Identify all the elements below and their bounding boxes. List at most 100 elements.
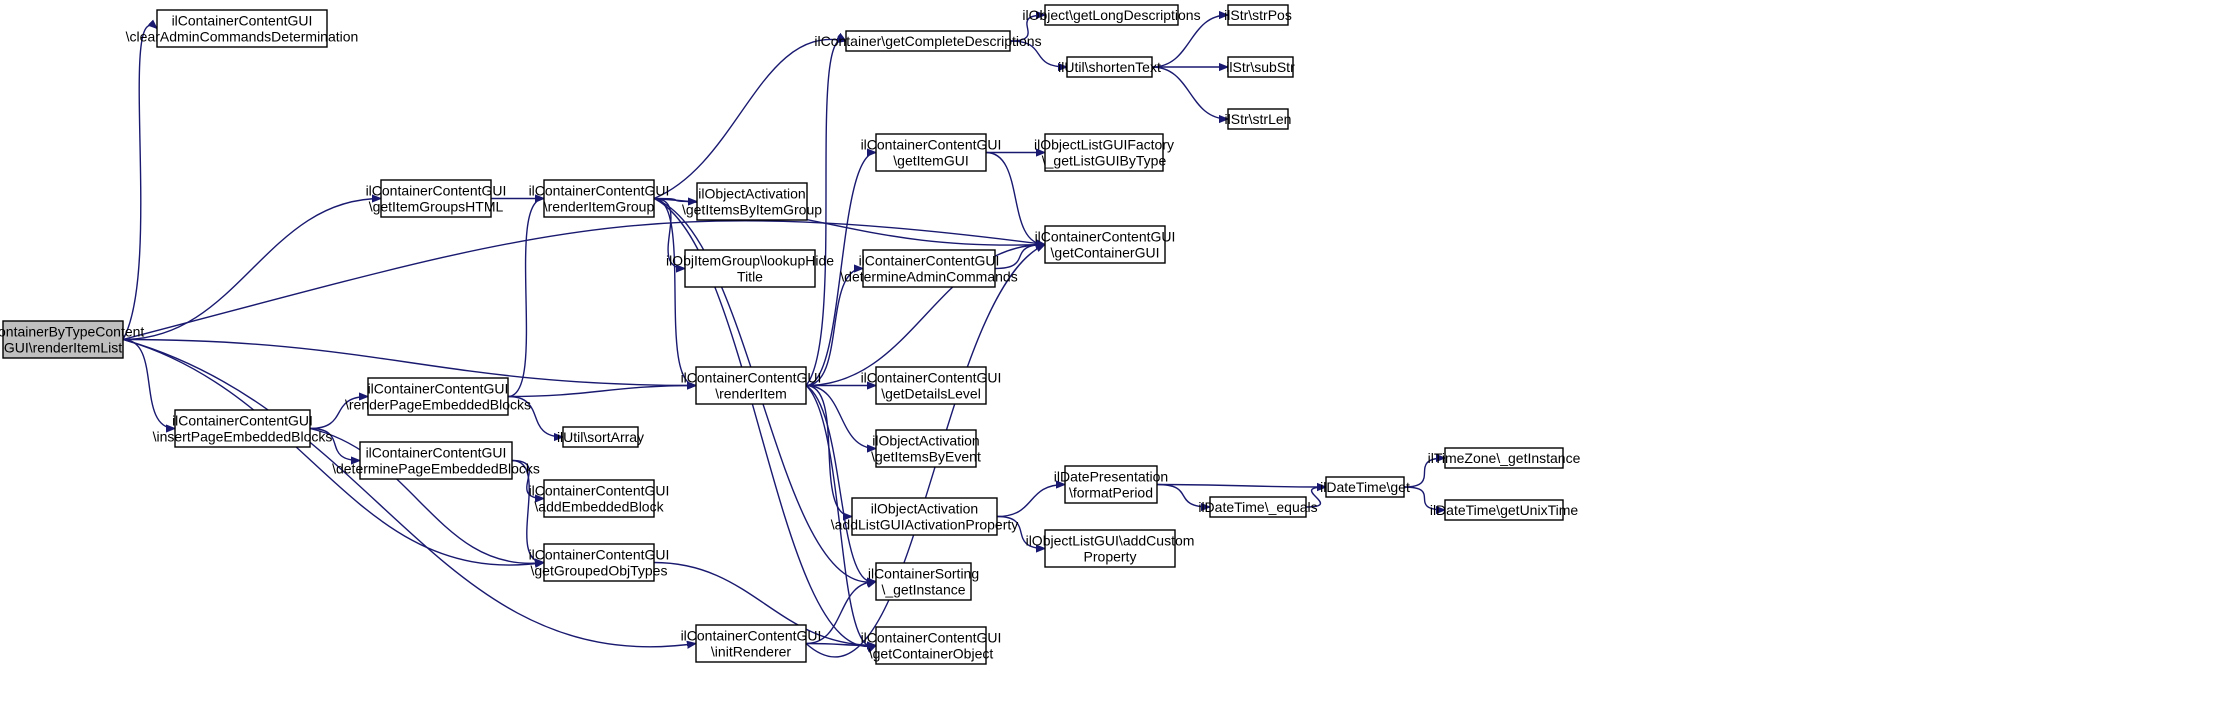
node-determinePage[interactable]: ilContainerContentGUI\determinePageEmbed… [332, 441, 540, 480]
node-label-line: \addListGUIActivationProperty [831, 517, 1019, 533]
node-strPos[interactable]: ilStr\strPos [1224, 4, 1292, 26]
edge-determinePage-to-groupedTypes [511, 459, 545, 563]
edge-root-to-groupedTypes [122, 338, 544, 566]
node-label-line: ilContainerContentGUI [529, 183, 670, 199]
node-label-line: \clearAdminCommandsDetermination [126, 29, 359, 45]
edge-renderGroup-to-containerObj [653, 197, 876, 647]
node-box [862, 249, 996, 288]
node-box [543, 479, 655, 518]
edge-dateGet-to-tzInst [1403, 458, 1445, 488]
node-dateEquals[interactable]: ilDateTime\_equals [1198, 496, 1318, 518]
edge-renderItem-to-completeDesc [805, 40, 846, 386]
node-label-line: ilObjItemGroup\lookupHide [666, 253, 834, 269]
node-label-line: ilContainerContentGUI [681, 628, 822, 644]
node-containerObj[interactable]: ilContainerContentGUI\getContainerObject [861, 626, 1002, 665]
node-completeDesc[interactable]: ilContainer\getCompleteDescriptions [814, 30, 1042, 52]
edge-completeDesc-to-shortenText [1009, 40, 1067, 67]
node-tzInst[interactable]: ilTimeZone\_getInstance [1428, 447, 1581, 469]
node-dateGet[interactable]: ilDateTime\get [1320, 476, 1410, 498]
node-label-line: ilStr\strPos [1224, 7, 1292, 23]
node-box [1044, 133, 1164, 172]
edge-root-to-containerGUI [122, 220, 1045, 341]
node-sortingInst[interactable]: ilContainerSorting\_getInstance [868, 562, 979, 601]
node-insertPage[interactable]: ilContainerContentGUI\insertPageEmbedded… [153, 409, 333, 448]
edge-root-to-clear [122, 25, 157, 340]
node-label-line: \_getListGUIByType [1042, 153, 1167, 169]
edge-renderGroup-to-renderItem [653, 197, 697, 386]
node-longDesc[interactable]: ilObject\getLongDescriptions [1022, 4, 1201, 26]
node-label-line: \formatPeriod [1069, 485, 1153, 501]
edge-insertPage-to-determinePage [309, 427, 360, 461]
node-label-line: ilObjectListGUIFactory [1034, 137, 1174, 153]
node-label-line: \getContainerObject [869, 646, 994, 662]
node-label-line: ilObject\getLongDescriptions [1022, 7, 1200, 23]
node-itemsByEvent[interactable]: ilObjectActivation\getItemsByEvent [871, 429, 981, 468]
node-unixTime[interactable]: ilDateTime\getUnixTime [1430, 499, 1579, 521]
node-box [875, 626, 987, 665]
node-box [367, 377, 509, 416]
node-label-line: Property [1084, 549, 1137, 565]
node-label-line: \determineAdminCommands [840, 269, 1017, 285]
edge-renderItem-to-containerGUI [805, 245, 1045, 387]
node-label-line: ilContainerContentGUI [861, 370, 1002, 386]
node-strLen[interactable]: ilStr\strLen [1225, 108, 1292, 130]
node-renderItem[interactable]: ilContainerContentGUI\renderItem [681, 366, 822, 405]
edge-renderGroup-to-sortingInst [653, 197, 876, 583]
node-label-line: ilDatePresentation [1054, 469, 1168, 485]
node-renderPage[interactable]: ilContainerContentGUI\renderPageEmbedded… [345, 377, 531, 416]
node-box [875, 562, 972, 601]
node-label-line: ilContainerContentGUI [681, 370, 822, 386]
node-label-line: ilContainerContentGUI [366, 445, 507, 461]
node-label-line: \initRenderer [711, 644, 791, 660]
node-sortArray[interactable]: ilUtil\sortArray [557, 426, 644, 448]
edge-groupedTypes-to-containerObj [653, 561, 876, 646]
node-formatPeriod[interactable]: ilDatePresentation\formatPeriod [1054, 465, 1168, 504]
node-initRenderer[interactable]: ilContainerContentGUI\initRenderer [681, 624, 822, 663]
node-addEmbedded[interactable]: ilContainerContentGUI\addEmbeddedBlock [529, 479, 670, 518]
node-label-line: ilDateTime\getUnixTime [1430, 502, 1579, 518]
node-label-line: \addEmbeddedBlock [534, 499, 664, 515]
node-label-line: \renderPageEmbeddedBlocks [345, 397, 531, 413]
node-label-line: Title [737, 269, 763, 285]
node-label-line: ilContainerByTypeContent [0, 324, 144, 340]
edge-initRenderer-to-sortingInst [805, 582, 876, 645]
node-label-line: \renderItem [715, 386, 787, 402]
node-box [851, 497, 998, 536]
node-listFactory[interactable]: ilObjectListGUIFactory\_getListGUIByType [1034, 133, 1174, 172]
node-clear[interactable]: ilContainerContentGUI\clearAdminCommands… [126, 9, 359, 48]
edge-addListGUI-to-formatPeriod [996, 485, 1065, 518]
node-box [875, 133, 987, 172]
node-box [1444, 499, 1564, 521]
node-box [359, 441, 513, 480]
node-getItemGUI[interactable]: ilContainerContentGUI\getItemGUI [861, 133, 1002, 172]
node-itemsByGroup[interactable]: ilObjectActivation\getItemsByItemGroup [682, 182, 822, 221]
node-box [1044, 529, 1176, 568]
node-addListGUI[interactable]: ilObjectActivation\addListGUIActivationP… [831, 497, 1019, 536]
node-groupedTypes[interactable]: ilContainerContentGUI\getGroupedObjTypes [529, 543, 670, 582]
edge-root-to-renderItem [122, 338, 696, 386]
node-shortenText[interactable]: ilUtil\shortenText [1058, 56, 1161, 78]
edge-renderItem-to-sortingInst [805, 384, 876, 583]
edge-renderPage-to-sortArray [507, 395, 563, 438]
node-label-line: ilDateTime\_equals [1198, 499, 1317, 515]
node-detailsLevel[interactable]: ilContainerContentGUI\getDetailsLevel [861, 366, 1002, 405]
node-label-line: \renderItemGroup [544, 199, 655, 215]
node-determineAdmin[interactable]: ilContainerContentGUI\determineAdminComm… [840, 249, 1018, 288]
node-label-line: ilContainerContentGUI [859, 253, 1000, 269]
node-label-line: ilObjectActivation [871, 501, 978, 517]
edge-root-to-initRenderer [122, 338, 696, 647]
node-containerGUI[interactable]: ilContainerContentGUI\getContainerGUI [1035, 225, 1176, 264]
node-label-line: \_getInstance [881, 582, 965, 598]
node-root[interactable]: ilContainerByTypeContentGUI\renderItemLi… [0, 320, 144, 359]
node-box [1066, 56, 1153, 78]
node-renderGroup[interactable]: ilContainerContentGUI\renderItemGroup [529, 179, 670, 218]
nodes-layer: ilContainerByTypeContentGUI\renderItemLi… [0, 4, 1581, 665]
node-subStr[interactable]: ilStr\subStr [1226, 56, 1295, 78]
node-label-line: ilContainerContentGUI [366, 183, 507, 199]
node-groupsHTML[interactable]: ilContainerContentGUI\getItemGroupsHTML [366, 179, 507, 218]
node-label-line: \getItemGUI [893, 153, 968, 169]
edge-renderPage-to-renderGroup [507, 199, 545, 398]
node-box [684, 249, 816, 288]
